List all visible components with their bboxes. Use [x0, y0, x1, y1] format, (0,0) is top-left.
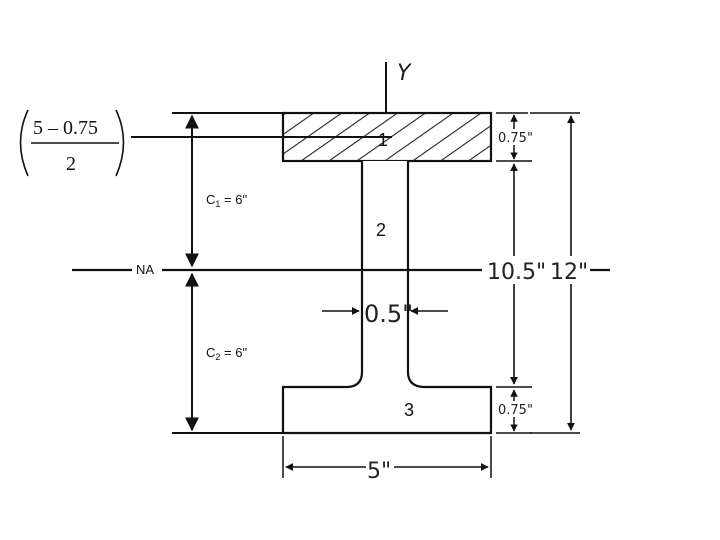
neutral-axis-label: NA — [136, 262, 154, 277]
c2-prefix: C — [206, 345, 215, 360]
c1-value: = 6" — [220, 192, 247, 207]
formula-right-paren — [115, 109, 125, 177]
c1-label: C1 = 6" — [206, 192, 247, 209]
part-1-label: 1 — [378, 130, 388, 150]
formula-left-paren — [19, 109, 29, 177]
formula-numerator: 5 – 0.75 — [33, 117, 98, 139]
c1-subscript: 1 — [215, 199, 220, 209]
web-height-label: 10.5" — [487, 260, 546, 285]
flange-width-label: 5" — [367, 459, 391, 484]
c2-value: = 6" — [220, 345, 247, 360]
top-thickness-label: 0.75" — [498, 131, 533, 146]
y-axis-label: Y — [397, 61, 412, 86]
total-height-label: 12" — [550, 260, 588, 285]
web-thickness-label: 0.5" — [364, 300, 413, 328]
formula-denominator: 2 — [66, 153, 76, 175]
c2-subscript: 2 — [215, 352, 220, 362]
part-3-label: 3 — [404, 400, 414, 420]
part-2-label: 2 — [376, 220, 386, 240]
c2-label: C2 = 6" — [206, 345, 247, 362]
c1-prefix: C — [206, 192, 215, 207]
bottom-thickness-label: 0.75" — [498, 403, 533, 418]
